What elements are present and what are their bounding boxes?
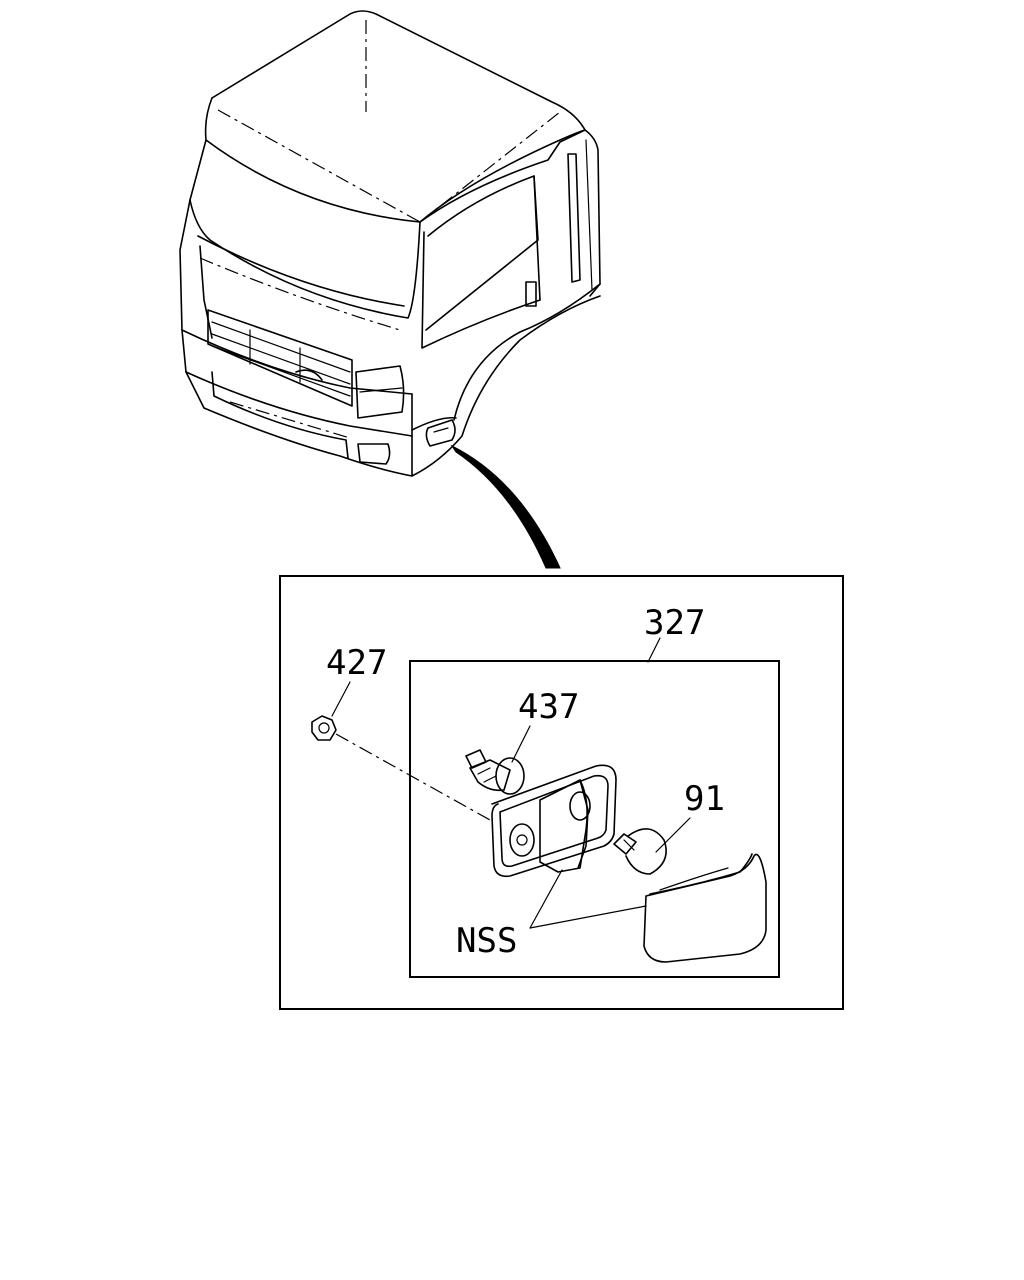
bulb-part bbox=[613, 828, 667, 875]
label-socket-437: 437 bbox=[518, 687, 579, 727]
label-clip-427: 427 bbox=[326, 643, 387, 683]
detail-outer-frame bbox=[279, 575, 844, 1010]
label-bulb-91: 91 bbox=[684, 779, 725, 819]
label-nss: NSS bbox=[456, 921, 517, 961]
socket-part bbox=[465, 749, 525, 795]
leader-lines bbox=[331, 637, 691, 929]
label-assembly-327: 327 bbox=[644, 603, 705, 643]
lamp-base-part bbox=[491, 764, 617, 878]
detail-pointer-arrow bbox=[450, 444, 561, 569]
truck-cab-illustration bbox=[179, 10, 601, 477]
lens-part bbox=[643, 853, 767, 963]
assembly-inner-frame bbox=[409, 660, 780, 978]
clip-part bbox=[311, 715, 491, 821]
